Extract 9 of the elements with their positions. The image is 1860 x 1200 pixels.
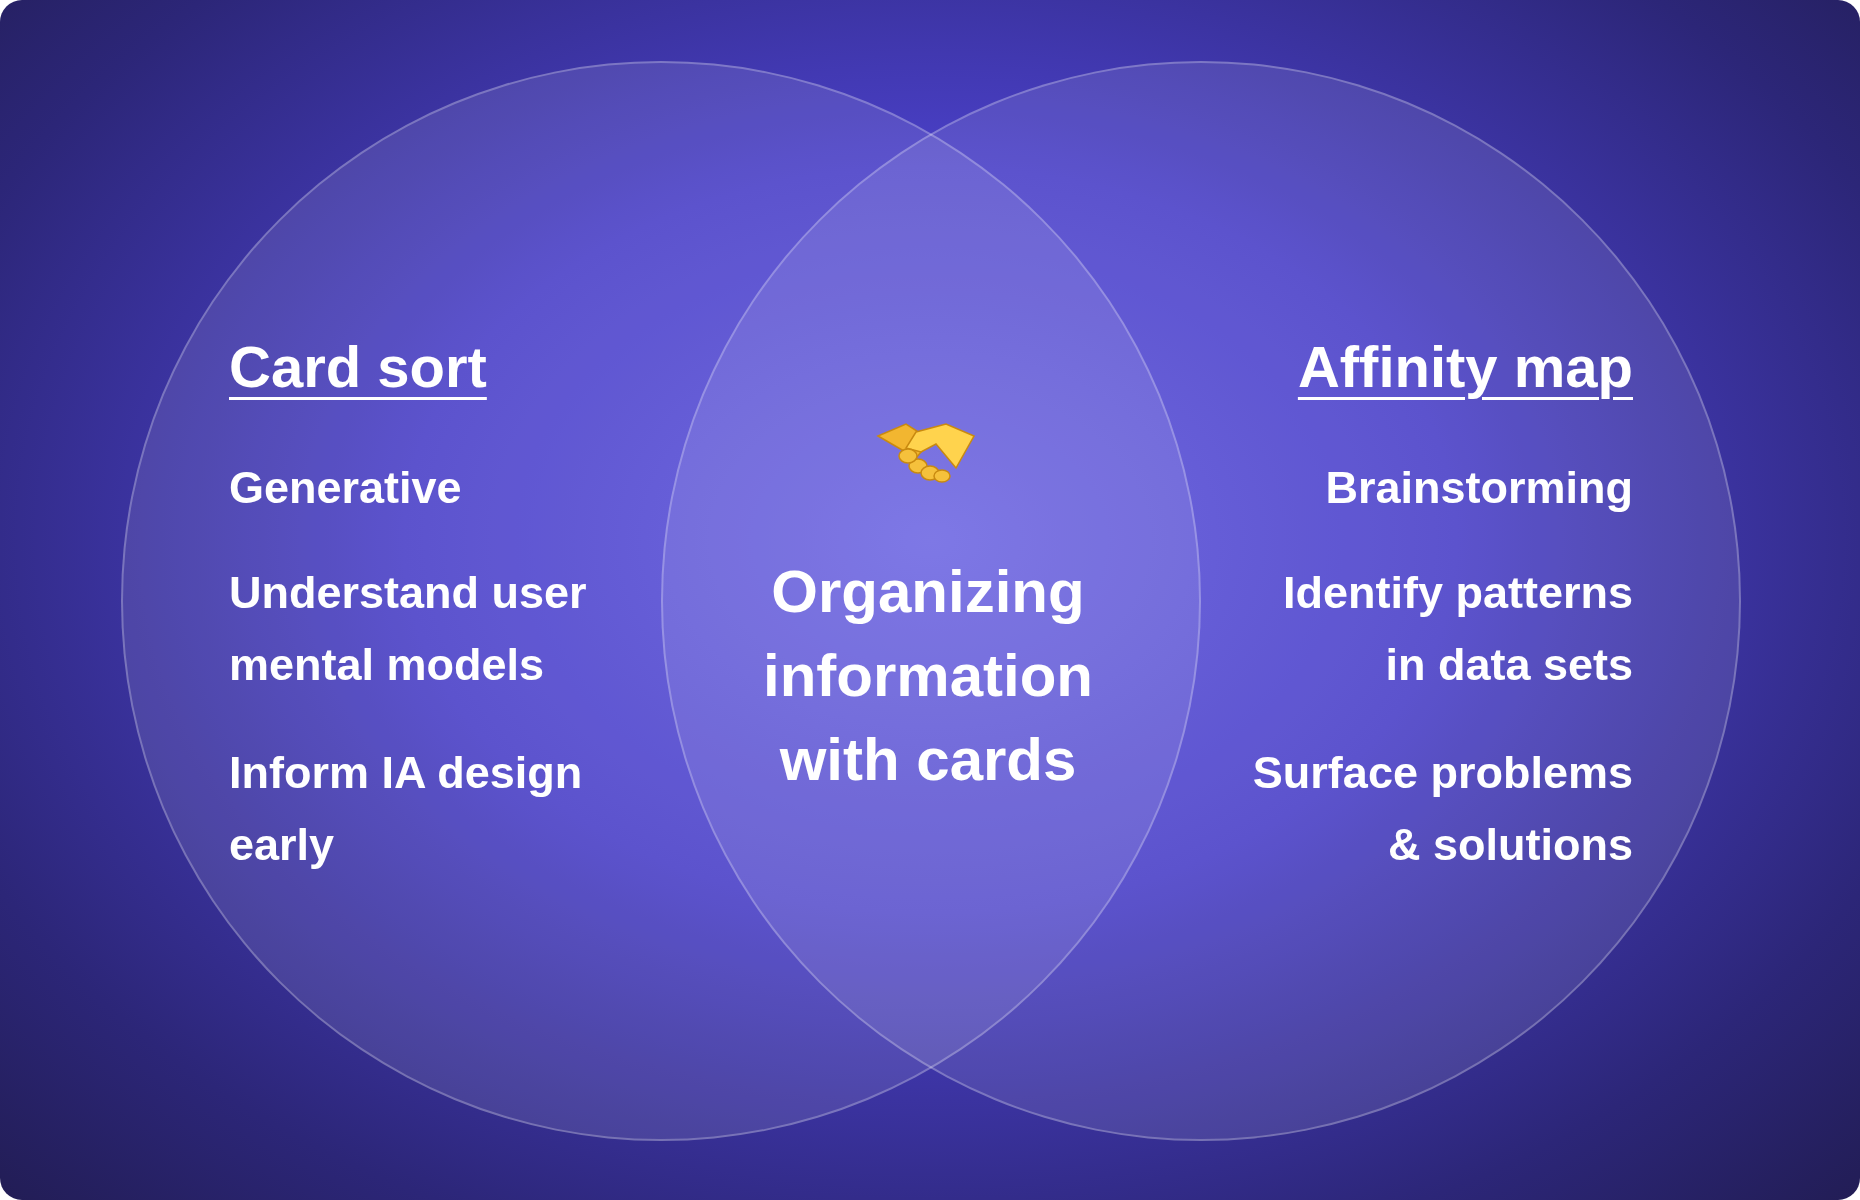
- point-text: Brainstorming: [1324, 461, 1633, 515]
- point-text: Identify patterns in data sets: [1281, 566, 1633, 692]
- circle-heading: Affinity map: [1296, 333, 1633, 401]
- point-text: Generative: [229, 461, 463, 515]
- circle-heading: Card sort: [229, 333, 488, 401]
- overlap-text: Organizing information with cards: [762, 557, 1094, 795]
- point-text: Understand user mental models: [229, 566, 588, 692]
- point-text: Inform IA design early: [229, 746, 584, 872]
- point-text: Surface problems & solutions: [1251, 746, 1633, 872]
